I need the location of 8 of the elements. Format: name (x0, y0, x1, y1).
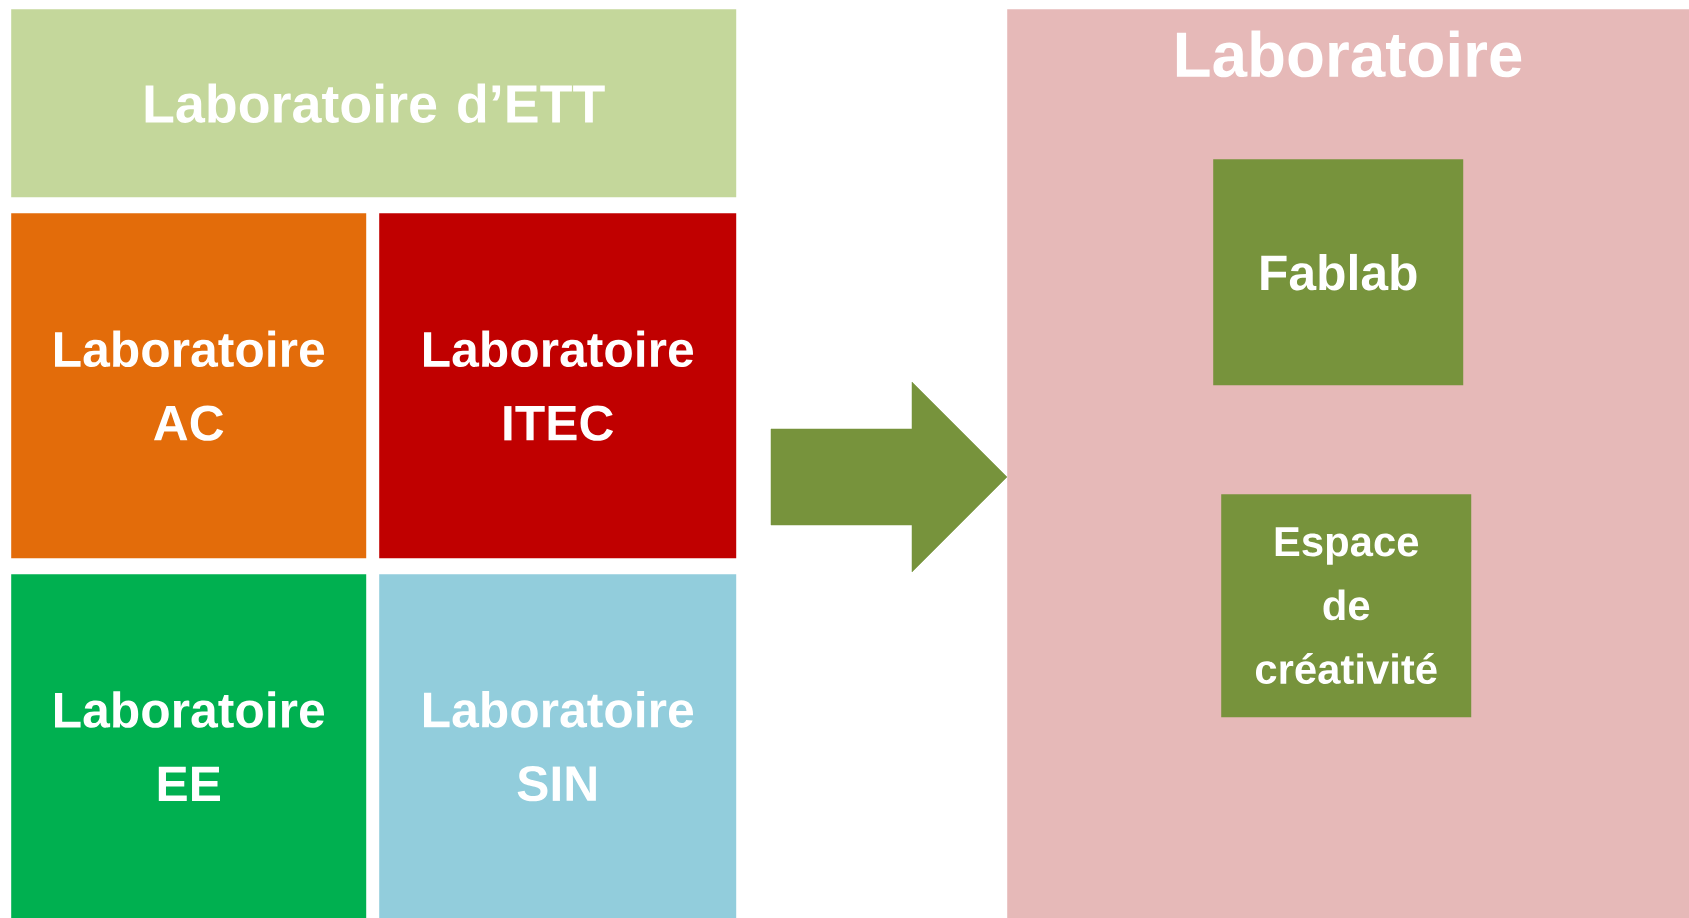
lab-box: Laboratoire EE (11, 574, 367, 918)
lab-box: Laboratoire ITEC (379, 213, 737, 559)
room-box: Fablab (1213, 159, 1464, 386)
room-box: Espace de créativité (1221, 494, 1472, 718)
lab-box: Laboratoire SIN (379, 574, 737, 918)
block-arrow (770, 381, 1008, 573)
header-box: Laboratoire d’ETT (11, 9, 737, 198)
lab-box: Laboratoire AC (11, 213, 367, 559)
